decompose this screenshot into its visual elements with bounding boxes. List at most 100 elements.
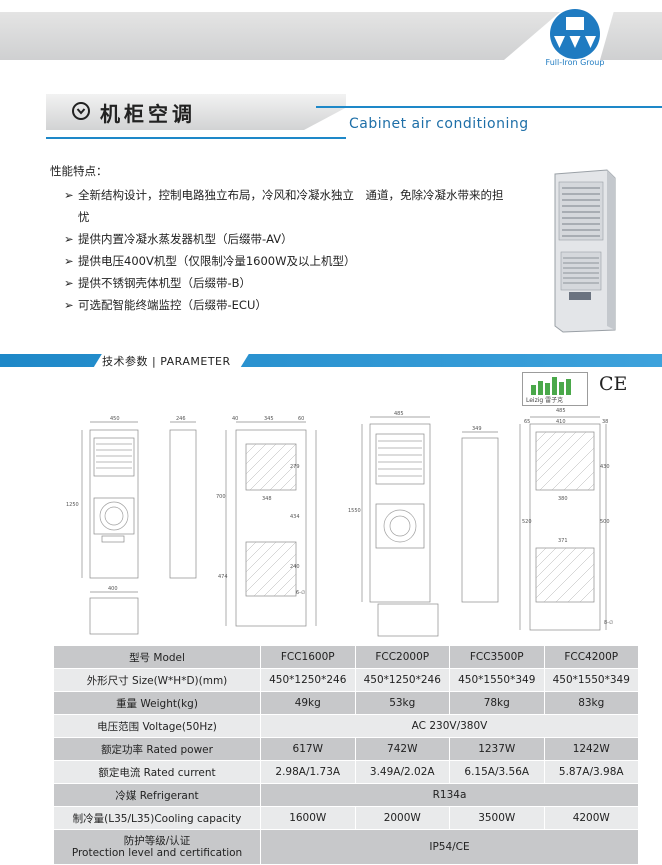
feature-item: ➢提供内置冷凝水蒸发器机型（后缀带-AV） <box>64 228 514 250</box>
feature-item: ➢提供电压400V机型（仅限制冷量1600W及以上机型） <box>64 250 514 272</box>
dim-s500: 500 <box>600 519 610 525</box>
header-band-right <box>600 12 662 60</box>
dim-w485: 485 <box>394 411 404 417</box>
dim-s520: 520 <box>522 519 532 525</box>
table-cell: 450*1250*246 <box>354 668 450 692</box>
brand-caption: Full-Iron Group <box>545 58 605 67</box>
dim-h1550: 1550 <box>348 508 361 514</box>
table-cell-span: AC 230V/380V <box>260 714 639 738</box>
table-row: 制冷量(L35/L35)Cooling capacity 1600W 2000W… <box>53 806 639 830</box>
section-title-en: Cabinet air conditioning <box>349 116 529 132</box>
spec-table: 型号 Model FCC1600P FCC2000P FCC3500P FCC4… <box>53 645 639 865</box>
row-label: 外形尺寸 Size(W*H*D)(mm) <box>53 668 261 692</box>
feature-item: ➢提供不锈钢壳体机型（后缀带-B） <box>64 272 514 294</box>
parameter-label: 技术参数 | PARAMETER <box>102 355 231 368</box>
table-cell: 6.15A/3.56A <box>449 760 545 784</box>
table-cell: FCC3500P <box>449 645 545 669</box>
features-list: ➢全新结构设计，控制电路独立布局，冷风和冷凝水独立 通道，免除冷凝水带来的担忧 … <box>64 184 514 316</box>
table-row: 外形尺寸 Size(W*H*D)(mm) 450*1250*246 450*12… <box>53 668 639 692</box>
table-cell: 78kg <box>449 691 545 715</box>
dim-s65: 65 <box>524 419 530 425</box>
dim-f60: 60 <box>298 416 304 422</box>
dim-v434: 434 <box>290 514 300 520</box>
leizig-certification-logo: Leizig 雷子克 <box>522 372 588 406</box>
dim-v279: 279 <box>290 464 300 470</box>
ce-mark: CE <box>599 373 628 395</box>
row-label: 防护等级/认证 Protection level and certificati… <box>53 829 261 865</box>
table-cell: 4200W <box>543 806 639 830</box>
table-cell: 1242W <box>543 737 639 761</box>
table-cell: 3.49A/2.02A <box>354 760 450 784</box>
section-title-underline <box>46 137 346 139</box>
dim-s485: 485 <box>556 408 566 414</box>
parameter-label-bg <box>92 352 250 370</box>
table-row: 重量 Weight(kg) 49kg 53kg 78kg 83kg <box>53 691 639 715</box>
table-cell: 2.98A/1.73A <box>260 760 356 784</box>
dim-v240: 240 <box>290 564 300 570</box>
dim-s410: 410 <box>556 419 566 425</box>
row-label: 重量 Weight(kg) <box>53 691 261 715</box>
table-cell: 83kg <box>543 691 639 715</box>
table-cell: 742W <box>354 737 450 761</box>
table-cell: 1237W <box>449 737 545 761</box>
leizig-text: Leizig 雷子克 <box>526 396 563 404</box>
dim-v700: 700 <box>216 494 226 500</box>
features-heading: 性能特点： <box>50 164 108 178</box>
table-cell: 5.87A/3.98A <box>543 760 639 784</box>
table-row: 冷媒 Refrigerant R134a <box>53 783 639 807</box>
feature-item: ➢全新结构设计，控制电路独立布局，冷风和冷凝水独立 通道，免除冷凝水带来的担忧 <box>64 184 514 228</box>
dim-s8: 8-∅ <box>604 620 613 626</box>
arrow-right-icon: ➢ <box>64 188 74 202</box>
section-title-rule <box>316 106 662 108</box>
table-row: 电压范围 Voltage(50Hz) AC 230V/380V <box>53 714 639 738</box>
dim-s38: 38 <box>602 419 608 425</box>
dim-h6: 6-∅ <box>296 590 305 596</box>
chevron-circle-icon <box>72 102 90 120</box>
dim-v348: 348 <box>262 496 272 502</box>
section-title-cn: 机柜空调 <box>100 102 196 126</box>
table-cell: FCC4200P <box>543 645 639 669</box>
table-cell: 53kg <box>354 691 450 715</box>
dim-d349: 349 <box>472 426 482 432</box>
arrow-right-icon: ➢ <box>64 276 74 290</box>
arrow-right-icon: ➢ <box>64 254 74 268</box>
row-label-en: Protection level and certification <box>71 847 243 859</box>
dim-f40: 40 <box>232 416 238 422</box>
table-cell: 450*1550*349 <box>543 668 639 692</box>
row-label: 冷媒 Refrigerant <box>53 783 261 807</box>
dim-s371: 371 <box>558 538 568 544</box>
section-title-band <box>46 94 346 130</box>
table-cell-span: IP54/CE <box>260 829 639 865</box>
row-label-cn: 防护等级/认证 <box>123 835 191 847</box>
table-cell: 49kg <box>260 691 356 715</box>
row-label: 电压范围 Voltage(50Hz) <box>53 714 261 738</box>
table-cell: FCC2000P <box>354 645 450 669</box>
table-cell: 450*1250*246 <box>260 668 356 692</box>
table-cell: FCC1600P <box>260 645 356 669</box>
row-label: 额定电流 Rated current <box>53 760 261 784</box>
row-label: 制冷量(L35/L35)Cooling capacity <box>53 806 261 830</box>
table-cell: 450*1550*349 <box>449 668 545 692</box>
dim-s380: 380 <box>558 496 568 502</box>
dim-s430: 430 <box>600 464 610 470</box>
dim-d246: 246 <box>176 416 186 422</box>
feature-item: ➢可选配智能终端监控（后缀带-ECU） <box>64 294 514 316</box>
row-label: 额定功率 Rated power <box>53 737 261 761</box>
table-cell: 2000W <box>354 806 450 830</box>
table-cell-span: R134a <box>260 783 639 807</box>
technical-drawings: 450 246 1250 400 40 345 60 700 348 474 4… <box>66 408 613 637</box>
table-cell: 617W <box>260 737 356 761</box>
product-image <box>554 169 616 333</box>
table-cell: 1600W <box>260 806 356 830</box>
header-band <box>0 12 560 60</box>
dim-d400: 400 <box>108 586 118 592</box>
dim-v474: 474 <box>218 574 228 580</box>
dim-h1250: 1250 <box>66 502 79 508</box>
dim-f345: 345 <box>264 416 274 422</box>
arrow-right-icon: ➢ <box>64 298 74 312</box>
table-row: 额定功率 Rated power 617W 742W 1237W 1242W <box>53 737 639 761</box>
table-cell: 3500W <box>449 806 545 830</box>
table-row: 额定电流 Rated current 2.98A/1.73A 3.49A/2.0… <box>53 760 639 784</box>
full-iron-logo-icon <box>550 9 600 59</box>
dim-w450: 450 <box>110 416 120 422</box>
